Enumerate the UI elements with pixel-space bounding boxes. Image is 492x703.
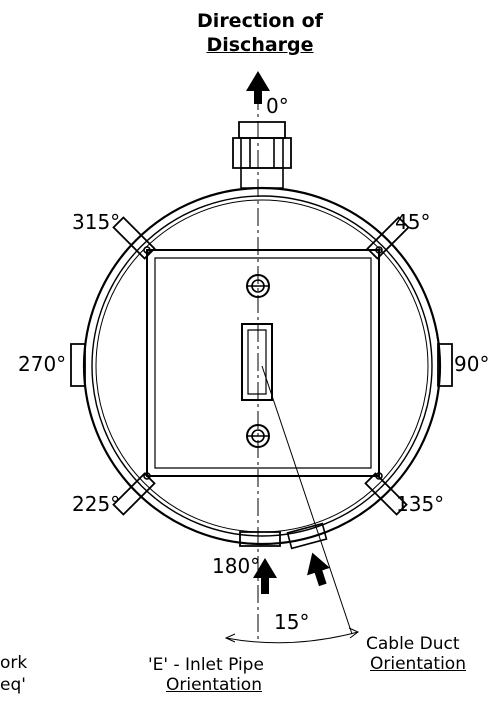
- port-stub-135: [365, 473, 406, 514]
- clipped-left-text-line1: ork: [0, 653, 28, 673]
- angle-label-180: 180°: [212, 554, 261, 578]
- angle-label-90: 90°: [454, 352, 490, 376]
- discharge-title-line1: Direction of: [197, 10, 323, 32]
- lid-outer: [147, 250, 379, 476]
- cable-duct-label-line1: Cable Duct: [366, 634, 460, 654]
- port-stub-225: [113, 473, 154, 514]
- angle-label-45: 45°: [395, 210, 431, 234]
- port-stub-45: [367, 217, 408, 258]
- angle-label-0: 0°: [266, 94, 289, 118]
- cable-duct-line: [262, 366, 352, 634]
- angle-label-270: 270°: [18, 352, 67, 376]
- angle-label-135: 135°: [396, 492, 445, 516]
- discharge-arrow: [246, 71, 270, 104]
- angle-label-315: 315°: [72, 210, 121, 234]
- clipped-left-text-line2: eq': [0, 675, 26, 695]
- inlet-pipe-label-line2: Orientation: [166, 675, 262, 695]
- lid-inner: [155, 258, 371, 468]
- offset-arc: [226, 632, 358, 643]
- inlet-stub: [240, 532, 280, 546]
- discharge-title-line2: Discharge: [206, 34, 314, 56]
- port-stub-270: [71, 344, 85, 386]
- inlet-arrow: [253, 558, 277, 594]
- cable-duct-label-line2: Orientation: [370, 654, 466, 674]
- handle-slot-inner: [248, 330, 266, 394]
- port-stub-90: [438, 344, 452, 386]
- port-stub-315: [113, 217, 154, 258]
- angle-label-225: 225°: [72, 492, 121, 516]
- housing-inner-ring: [92, 196, 432, 536]
- discharge-fitting: [233, 122, 291, 188]
- offset-angle-label: 15°: [274, 610, 310, 634]
- inlet-pipe-label-line1: 'E' - Inlet Pipe: [148, 655, 264, 675]
- cable-duct-arrow: [307, 552, 330, 587]
- cable-duct-stub: [288, 524, 327, 549]
- handle-slot-outer: [242, 324, 272, 400]
